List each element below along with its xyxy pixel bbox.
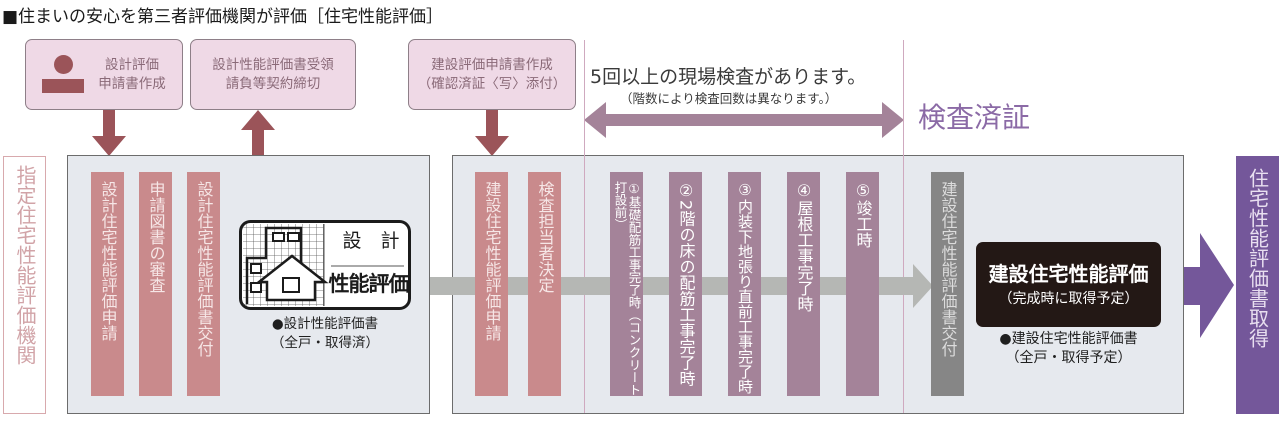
inspection-range-end-line bbox=[903, 40, 904, 413]
step-construction-application: 建設住宅性能評価申請 bbox=[475, 172, 508, 396]
certificate-acquired-label: 住宅性能評価書取得 bbox=[1236, 156, 1279, 414]
step-inspection-1: ①基礎配筋工事完了時（コンクリート打設前） bbox=[610, 172, 643, 396]
person-icon bbox=[42, 54, 88, 95]
step-inspection-5: ⑤竣工時 bbox=[846, 172, 879, 396]
double-arrow-icon bbox=[584, 102, 904, 138]
step-inspection-3: ③内装下地張り直前工事完了時 bbox=[728, 172, 761, 396]
step-design-application: 設計住宅性能評価申請 bbox=[91, 172, 124, 396]
inspection-count-subnote: （階数により検査回数は異なります。） bbox=[620, 91, 838, 106]
step-document-review: 申請図書の審査 bbox=[139, 172, 172, 396]
diagram-title: ■住まいの安心を第三者評価機関が評価［住宅性能評価］ bbox=[2, 7, 444, 27]
flow-arrow-head-icon bbox=[913, 264, 933, 308]
result-title: 建設住宅性能評価 bbox=[988, 261, 1149, 286]
arrow-up-icon bbox=[241, 110, 275, 156]
inspection-certificate-label: 検査済証 bbox=[918, 101, 1031, 134]
top-box-design-application: 設計評価 申請書作成 bbox=[25, 39, 183, 110]
evaluation-agency-label: 指定住宅性能評価機関 bbox=[3, 156, 46, 414]
arrow-down-icon bbox=[475, 110, 509, 156]
top-box-label: 設計性能評価書受領 請負等契約締切 bbox=[212, 56, 334, 92]
inspection-range-start-line bbox=[584, 40, 585, 413]
design-performance-logo bbox=[239, 220, 411, 310]
result-subtitle: （完成時に取得予定） bbox=[998, 290, 1139, 307]
design-certificate-caption: ●設計性能評価書 （全戸・取得済） bbox=[271, 316, 379, 351]
top-box-label: 建設評価申請書作成 （確認済証〈写〉添付） bbox=[417, 56, 567, 92]
arrow-down-icon bbox=[92, 110, 126, 156]
inspection-count-note: 5回以上の現場検査があります。 bbox=[590, 66, 867, 88]
step-construction-certificate-issue: 建設住宅性能評価書交付 bbox=[931, 172, 964, 396]
construction-certificate-caption: ●建設住宅性能評価書 （全戸・取得予定） bbox=[999, 331, 1138, 366]
step-inspection-2: ②2階の床の配筋工事完了時 bbox=[669, 172, 702, 396]
step-design-certificate-issue: 設計住宅性能評価書交付 bbox=[187, 172, 220, 396]
logo-performance-text: 性能評価 bbox=[328, 272, 410, 296]
construction-performance-result: 建設住宅性能評価 （完成時に取得予定） bbox=[976, 242, 1161, 327]
arrow-right-icon bbox=[1184, 233, 1234, 338]
step-inspection-4: ④屋根工事完了時 bbox=[787, 172, 820, 396]
top-box-label: 設計評価 申請書作成 bbox=[98, 56, 166, 92]
step-inspector-assignment: 検査担当者決定 bbox=[528, 172, 561, 396]
top-box-construction-application: 建設評価申請書作成 （確認済証〈写〉添付） bbox=[408, 39, 576, 110]
top-box-design-receipt: 設計性能評価書受領 請負等契約締切 bbox=[190, 39, 356, 110]
logo-design-text: 設 計 bbox=[342, 230, 400, 252]
